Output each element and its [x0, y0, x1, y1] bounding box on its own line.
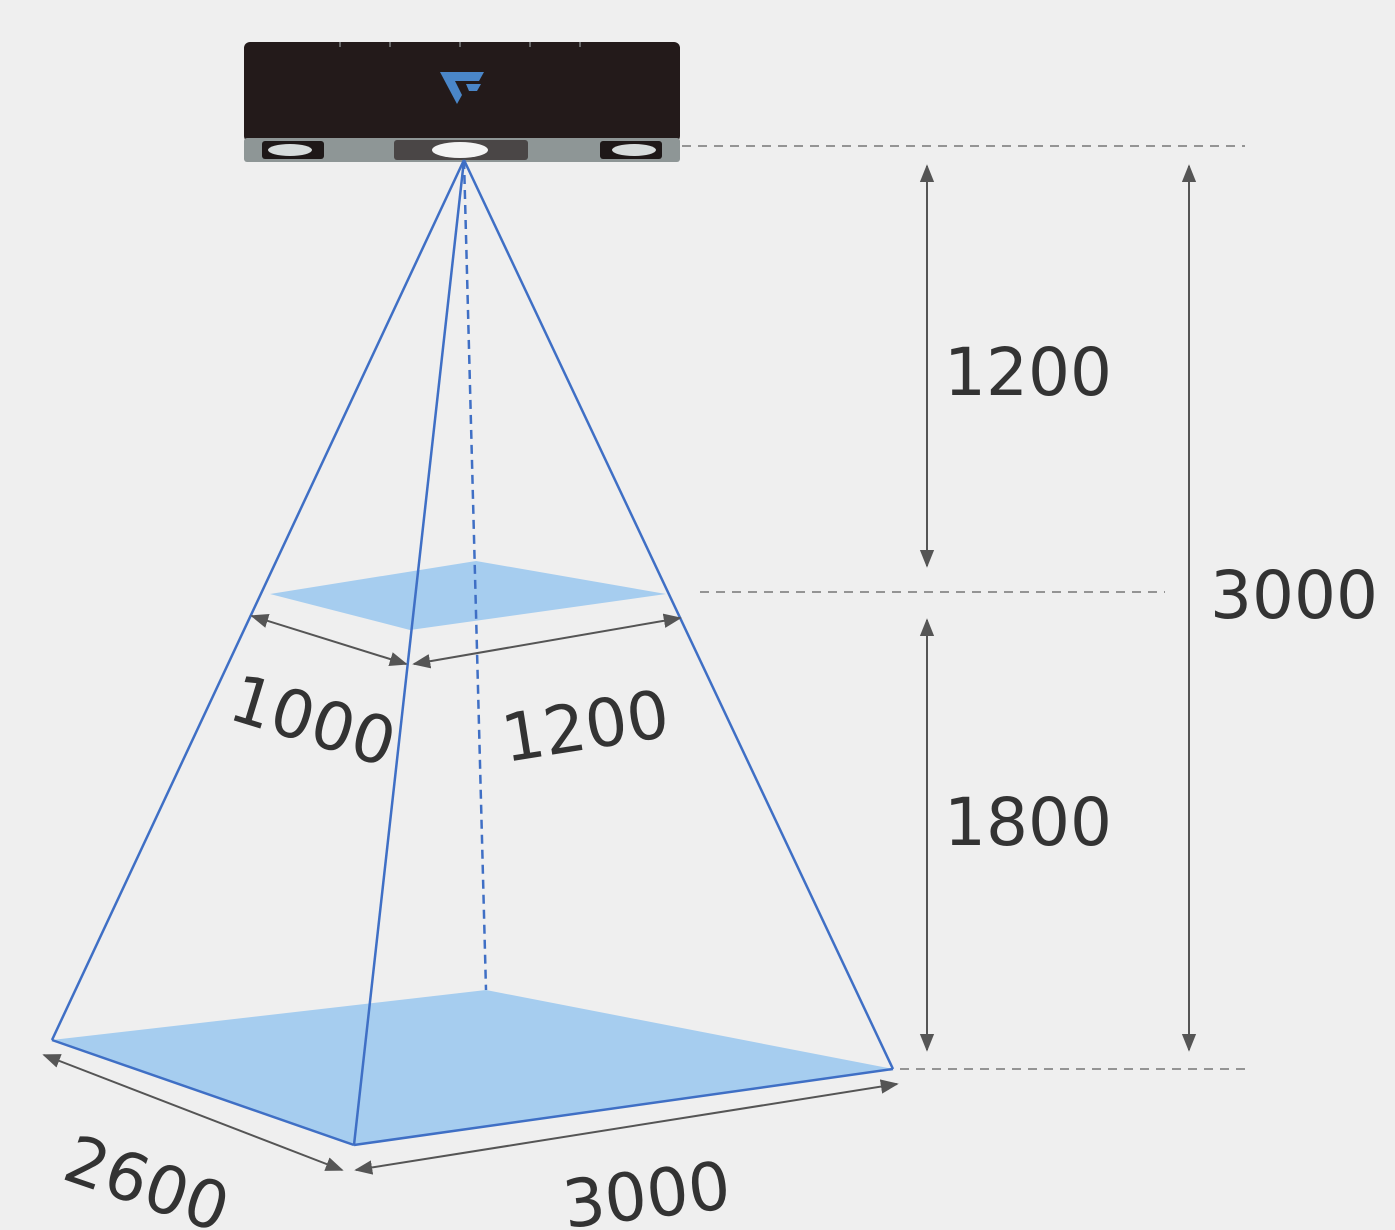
far-depth-label: 3000 — [559, 1147, 735, 1230]
near-width-label: 1000 — [221, 660, 404, 783]
dim-near-depth-arrow — [412, 613, 682, 669]
dimension-arrows — [42, 164, 1197, 1175]
reference-lines — [682, 145, 1245, 1070]
near-distance-label: 1200 — [944, 334, 1112, 411]
far-plane — [52, 990, 893, 1145]
dim-near-width-arrow — [250, 613, 408, 667]
total-distance-label: 3000 — [1210, 557, 1378, 634]
far-width-label: 2600 — [55, 1120, 239, 1230]
brand-logo-icon — [440, 72, 484, 104]
plane-gap-label: 1800 — [944, 784, 1112, 861]
near-depth-label: 1200 — [496, 675, 674, 777]
3d-camera-icon — [244, 42, 680, 162]
near-plane — [270, 561, 666, 630]
dim-far-depth-arrow — [354, 1079, 899, 1175]
dim-far-width-arrow — [42, 1054, 344, 1171]
